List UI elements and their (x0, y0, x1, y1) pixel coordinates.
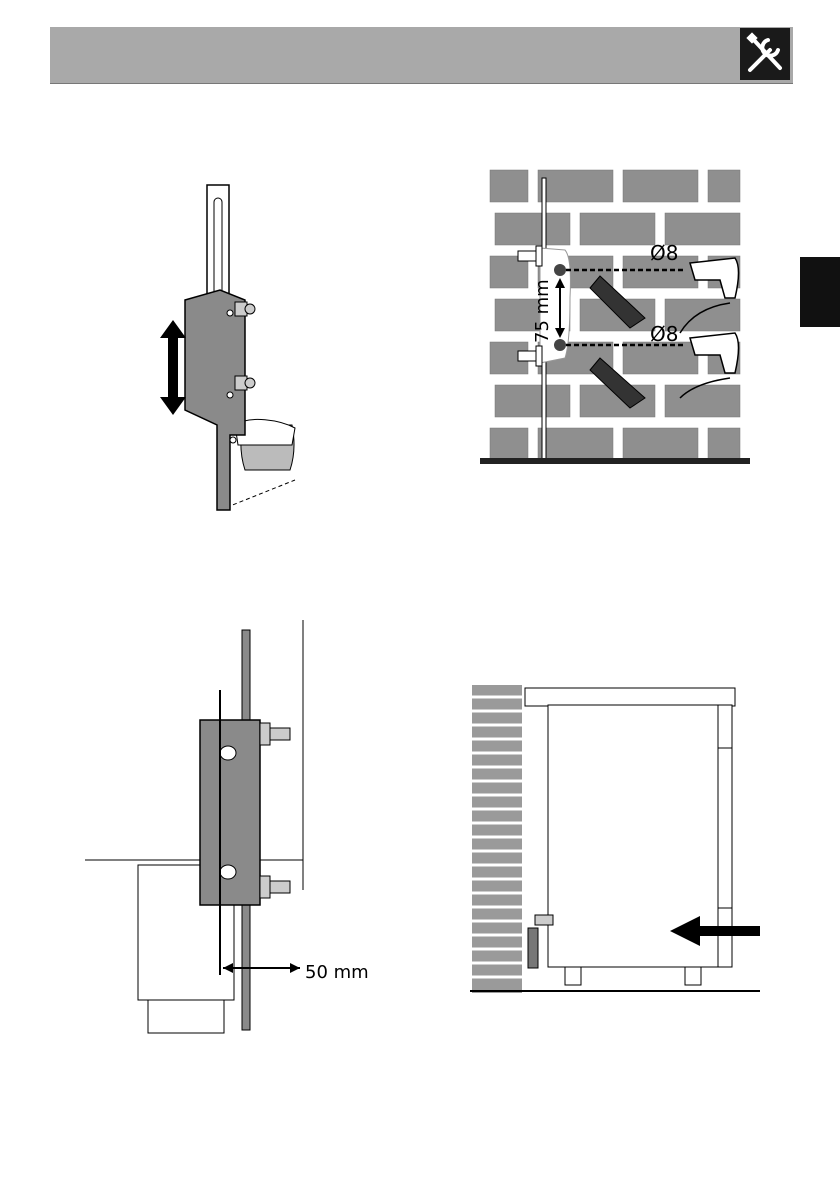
clearance-distance-label: 50 mm (305, 962, 369, 983)
section-tab (800, 257, 840, 327)
cooker-install-figure (470, 683, 765, 998)
bracket-adjust-figure (150, 180, 310, 520)
bracket-clearance-figure: 50 mm (80, 620, 380, 1040)
hole-diameter-label-top: Ø8 (650, 241, 678, 265)
hole-spacing-label: 75 mm (532, 279, 553, 343)
tools-icon (740, 28, 790, 80)
hole-diameter-label-bottom: Ø8 (650, 322, 678, 346)
wall-drilling-figure: Ø8 Ø8 75 mm (480, 158, 750, 468)
adjust-arrow-icon (158, 320, 188, 415)
header-bar (50, 27, 793, 84)
